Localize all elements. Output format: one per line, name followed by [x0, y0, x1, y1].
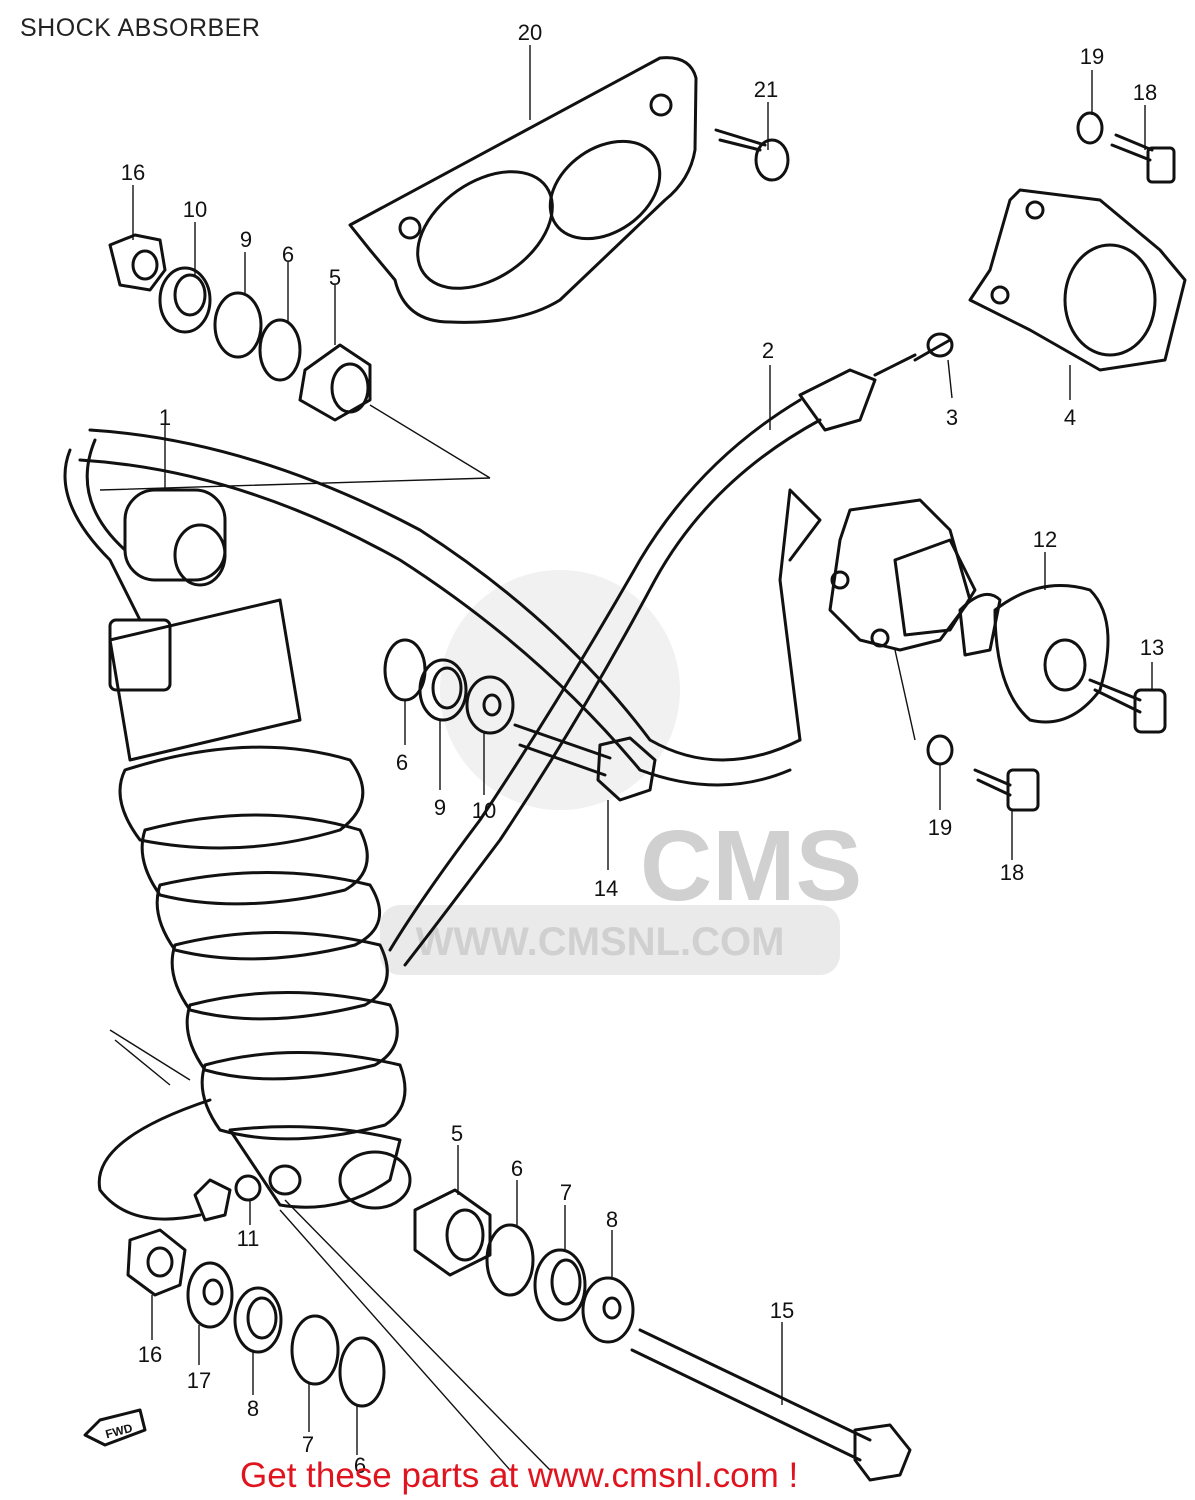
- callout-labels: 20 21 19 18 16 10 9 6 5 2 3 4 1 12 13 6 …: [121, 20, 1164, 1478]
- callout-13: 13: [1140, 635, 1164, 660]
- part-11-nipple: [234, 1174, 262, 1202]
- part-9-ring-mid: [418, 658, 468, 722]
- part-6-clip-bl: [338, 1336, 386, 1408]
- callout-10-top: 10: [183, 197, 207, 222]
- fwd-label: FWD: [104, 1421, 134, 1442]
- part-16-nut-low: [126, 1228, 187, 1297]
- part-10-washer-mid: [465, 675, 515, 735]
- callout-7-bl: 7: [302, 1432, 314, 1457]
- callout-16-low: 16: [138, 1342, 162, 1367]
- callout-11: 11: [237, 1226, 260, 1251]
- part-7-seal-low: [533, 1248, 587, 1322]
- part-17-washer: [186, 1261, 234, 1329]
- callout-21: 21: [754, 77, 778, 102]
- callout-10-mid: 10: [472, 798, 496, 823]
- watermark-url: WWW.CMSNL.COM: [416, 920, 785, 964]
- callout-7-low: 7: [560, 1180, 572, 1205]
- footer-link[interactable]: Get these parts at www.cmsnl.com !: [240, 1456, 799, 1495]
- callout-8-low: 8: [606, 1207, 618, 1232]
- part-10-washer-top: [158, 266, 212, 334]
- part-6-clip-low: [485, 1223, 535, 1297]
- callout-4: 4: [1064, 405, 1076, 430]
- part-18-bolt-top: [1110, 133, 1176, 184]
- part-4-adjuster: [968, 188, 1187, 400]
- part-20-bracket: [348, 56, 698, 324]
- part-14-bolt: [513, 723, 657, 870]
- part-1-shock-absorber: [63, 428, 822, 1222]
- callout-12: 12: [1033, 527, 1057, 552]
- part-16-nut-top: [108, 233, 167, 292]
- part-8-washer-low: [581, 1276, 635, 1344]
- callout-19-mid: 19: [928, 815, 952, 840]
- callout-5-top: 5: [329, 265, 341, 290]
- callout-14: 14: [594, 876, 618, 901]
- callout-18-mid: 18: [1000, 860, 1024, 885]
- callout-6-bl: 6: [354, 1453, 366, 1478]
- callout-6-mid: 6: [396, 750, 408, 775]
- callout-2: 2: [762, 338, 774, 363]
- callout-9-top: 9: [240, 227, 252, 252]
- callout-6-low: 6: [511, 1156, 523, 1181]
- callout-15: 15: [770, 1298, 794, 1323]
- fwd-arrow-icon: FWD: [83, 1408, 147, 1447]
- part-8-washer-bl: [233, 1286, 283, 1354]
- watermark-logo: CMS: [640, 810, 862, 922]
- callout-18-top: 18: [1133, 80, 1157, 105]
- callout-3: 3: [946, 405, 958, 430]
- part-3-nut: [913, 332, 954, 399]
- part-15-long-bolt: [630, 1328, 912, 1482]
- part-18-bolt-mid: [973, 768, 1040, 812]
- part-9-ring-top: [213, 291, 263, 359]
- callout-5-low: 5: [451, 1121, 463, 1146]
- part-13-bolt: [1088, 678, 1167, 734]
- callout-20: 20: [518, 20, 542, 45]
- part-21-screw: [714, 128, 790, 182]
- part-6-clip-top: [258, 318, 302, 382]
- callout-1: 1: [159, 405, 171, 430]
- part-12-cap: [958, 584, 1110, 724]
- part-7-seal-bl: [290, 1314, 340, 1386]
- part-2-cable: [388, 353, 917, 967]
- reservoir-housing: [828, 498, 977, 741]
- part-19-washer-top: [1076, 111, 1104, 145]
- part-19-washer-mid: [926, 734, 954, 766]
- callout-8-bl: 8: [247, 1396, 259, 1421]
- callout-19-top: 19: [1080, 44, 1104, 69]
- callout-17: 17: [187, 1368, 211, 1393]
- callout-6-top: 6: [282, 242, 294, 267]
- callout-9-mid: 9: [434, 795, 446, 820]
- callout-16-top: 16: [121, 160, 145, 185]
- leader-lines: [109, 1029, 551, 1471]
- part-5-bushing-low: [413, 1188, 492, 1277]
- watermark: CMS WWW.CMSNL.COM: [380, 570, 862, 975]
- diagram-title: SHOCK ABSORBER: [20, 14, 261, 42]
- callout-stems: [132, 45, 1153, 1455]
